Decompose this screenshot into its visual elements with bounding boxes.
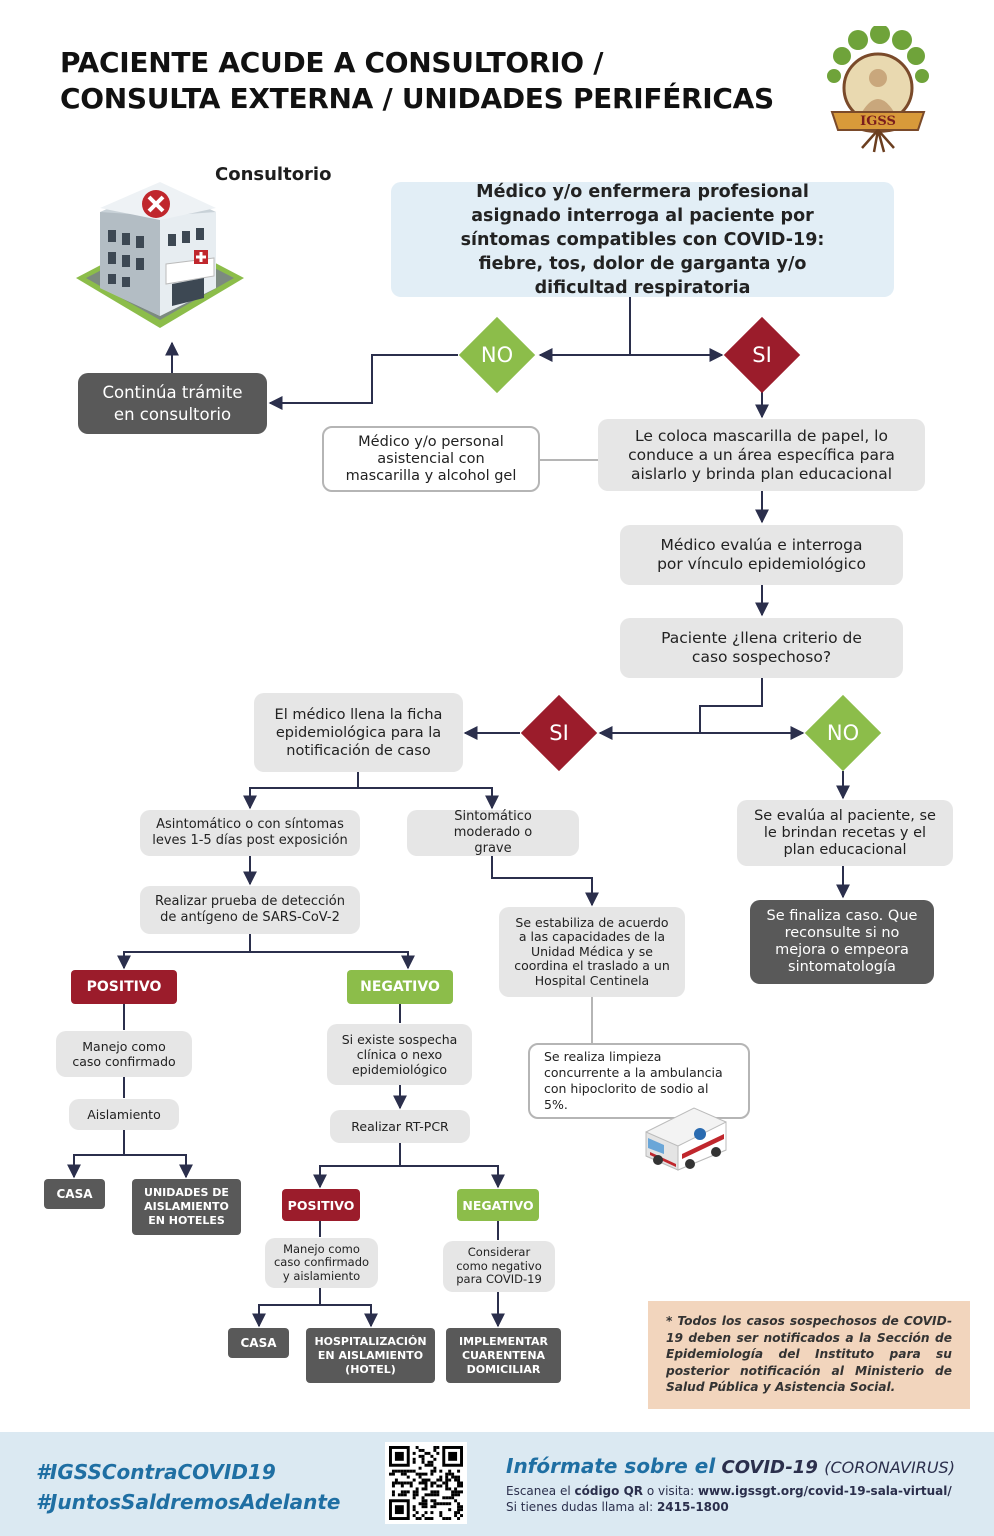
finaliza-box: Se finaliza caso. Que reconsulte si no m… xyxy=(750,900,934,984)
negativo-text-2: NEGATIVO xyxy=(462,1197,534,1213)
positivo-tag-1: POSITIVO xyxy=(71,970,177,1004)
qr-code[interactable] xyxy=(385,1442,467,1524)
limpieza-text: Se realiza limpieza concurrente a la amb… xyxy=(544,1049,723,1112)
info-prefix: Infórmate sobre el xyxy=(506,1454,716,1478)
negativo-tag-2: NEGATIVO xyxy=(457,1189,539,1221)
criterio-box: Paciente ¿llena criterio de caso sospech… xyxy=(620,618,903,678)
aislamiento-box: Aislamiento xyxy=(69,1099,179,1130)
ficha-text: El médico llena la ficha epidemiológica … xyxy=(274,706,443,759)
igss-logo: IGSS xyxy=(822,24,934,156)
continua-text: Continúa trámite en consultorio xyxy=(102,382,243,424)
asintomatico-box: Asintomático o con síntomas leves 1-5 dí… xyxy=(140,810,360,856)
hashtag-juntos[interactable]: #JuntosSaldremosAdelante xyxy=(36,1490,341,1514)
start-box: Médico y/o enfermera profesional asignad… xyxy=(391,181,894,298)
aislamiento-text: Aislamiento xyxy=(87,1107,161,1122)
prueba-text: Realizar prueba de detección de antígeno… xyxy=(155,894,345,925)
sintomatico-box: Sintomático moderado o grave xyxy=(407,809,579,856)
personal-box: Médico y/o personal asistencial con masc… xyxy=(322,426,540,492)
manejo-text-1: Manejo como caso confirmado xyxy=(72,1039,176,1069)
hoteles-box: UNIDADES DE AISLAMIENTO EN HOTELES xyxy=(132,1179,241,1235)
phone-prefix: Si tienes dudas llama al: xyxy=(506,1500,654,1514)
page-title-line-2: CONSULTA EXTERNA / UNIDADES PERIFÉRICAS xyxy=(60,82,774,115)
phone-number[interactable]: 2415-1800 xyxy=(656,1500,729,1514)
positivo-text-2: POSITIVO xyxy=(287,1197,355,1213)
asintomatico-text: Asintomático o con síntomas leves 1-5 dí… xyxy=(152,817,348,848)
info-corona: (CORONAVIRUS) xyxy=(824,1458,955,1477)
si-diamond-2-label: SI xyxy=(549,721,569,745)
page-title: PACIENTE ACUDE A CONSULTORIO / CONSULTA … xyxy=(60,45,800,117)
igss-logo-text: IGSS xyxy=(860,113,896,129)
footer-banner: #IGSSContraCOVID19 #JuntosSaldremosAdela… xyxy=(0,1432,994,1536)
hoteles-text: UNIDADES DE AISLAMIENTO EN HOTELES xyxy=(144,1186,229,1227)
info-heading: Infórmate sobre el COVID-19 (CORONAVIRUS… xyxy=(506,1454,955,1478)
scan-prefix: Escanea el xyxy=(506,1484,571,1498)
scan-mid: o visita: xyxy=(646,1484,695,1498)
no-diamond-2-label: NO xyxy=(826,721,860,745)
casa-text-1: CASA xyxy=(56,1187,93,1201)
ficha-box: El médico llena la ficha epidemiológica … xyxy=(254,693,463,772)
casa-box-1: CASA xyxy=(44,1179,105,1209)
start-text: Médico y/o enfermera profesional asignad… xyxy=(460,181,825,298)
estabiliza-box: Se estabiliza de acuerdo a las capacidad… xyxy=(499,907,685,997)
se-evalua-box: Se evalúa al paciente, se le brindan rec… xyxy=(737,800,953,866)
positivo-tag-2: POSITIVO xyxy=(282,1189,360,1221)
prueba-box: Realizar prueba de detección de antígeno… xyxy=(140,886,360,934)
hospitalizacion-text: HOSPITALIZACIÓN EN AISLAMIENTO (HOTEL) xyxy=(314,1334,427,1376)
info-covid: COVID-19 xyxy=(721,1457,818,1478)
estabiliza-text: Se estabiliza de acuerdo a las capacidad… xyxy=(514,914,670,988)
casa-box-2: CASA xyxy=(228,1328,289,1358)
manejo-text-2: Manejo como caso confirmado y aislamient… xyxy=(273,1241,370,1283)
limpieza-box: Se realiza limpieza concurrente a la amb… xyxy=(528,1043,750,1119)
ambulance-icon xyxy=(638,1092,732,1172)
phone-line: Si tienes dudas llama al: 2415-1800 xyxy=(506,1500,729,1514)
positivo-text-1: POSITIVO xyxy=(86,979,162,995)
sospecha-text: Si existe sospecha clínica o nexo epidem… xyxy=(341,1032,458,1077)
casa-text-2: CASA xyxy=(240,1336,277,1350)
manejo-box-2: Manejo como caso confirmado y aislamient… xyxy=(265,1238,378,1288)
evalua-text: Médico evalúa e interroga por vínculo ep… xyxy=(657,536,866,573)
sospecha-box: Si existe sospecha clínica o nexo epidem… xyxy=(327,1024,472,1085)
scan-line: Escanea el código QR o visita: www.igssg… xyxy=(506,1484,952,1498)
consultorio-label: Consultorio xyxy=(215,164,332,185)
criterio-text: Paciente ¿llena criterio de caso sospech… xyxy=(661,629,862,666)
personal-text: Médico y/o personal asistencial con masc… xyxy=(345,433,517,484)
hospitalizacion-box: HOSPITALIZACIÓN EN AISLAMIENTO (HOTEL) xyxy=(306,1328,435,1383)
no-diamond-1-label: NO xyxy=(480,343,514,367)
mascarilla-box: Le coloca mascarilla de papel, lo conduc… xyxy=(598,419,925,491)
mascarilla-text: Le coloca mascarilla de papel, lo conduc… xyxy=(628,426,895,483)
qr-code-pattern xyxy=(389,1446,463,1520)
continua-box: Continúa trámite en consultorio xyxy=(78,373,267,434)
hashtag-contra-covid[interactable]: #IGSSContraCOVID19 xyxy=(36,1460,276,1484)
notification-note: * Todos los casos sospechosos de COVID-1… xyxy=(648,1301,970,1409)
rtpcr-box: Realizar RT-PCR xyxy=(330,1110,470,1143)
negativo-text-1: NEGATIVO xyxy=(360,979,440,995)
evalua-box: Médico evalúa e interroga por vínculo ep… xyxy=(620,525,903,585)
finaliza-text: Se finaliza caso. Que reconsulte si no m… xyxy=(766,908,918,975)
rtpcr-text: Realizar RT-PCR xyxy=(351,1119,449,1134)
hospital-building-icon xyxy=(76,178,244,336)
considerar-text: Considerar como negativo para COVID-19 xyxy=(456,1245,542,1287)
cuarentena-text: IMPLEMENTAR CUARENTENA DOMICILIAR xyxy=(459,1334,548,1376)
cuarentena-box: IMPLEMENTAR CUARENTENA DOMICILIAR xyxy=(446,1328,561,1383)
page-title-line-1: PACIENTE ACUDE A CONSULTORIO / xyxy=(60,46,604,79)
sintomatico-text: Sintomático moderado o grave xyxy=(453,809,533,856)
scan-url-link[interactable]: www.igssgt.org/covid-19-sala-virtual/ xyxy=(697,1484,952,1498)
considerar-box: Considerar como negativo para COVID-19 xyxy=(443,1241,555,1292)
se-evalua-text: Se evalúa al paciente, se le brindan rec… xyxy=(754,807,936,858)
manejo-box-1: Manejo como caso confirmado xyxy=(56,1031,192,1077)
si-diamond-1-label: SI xyxy=(752,343,772,367)
negativo-tag-1: NEGATIVO xyxy=(347,970,453,1004)
scan-qr: código QR xyxy=(574,1484,644,1498)
